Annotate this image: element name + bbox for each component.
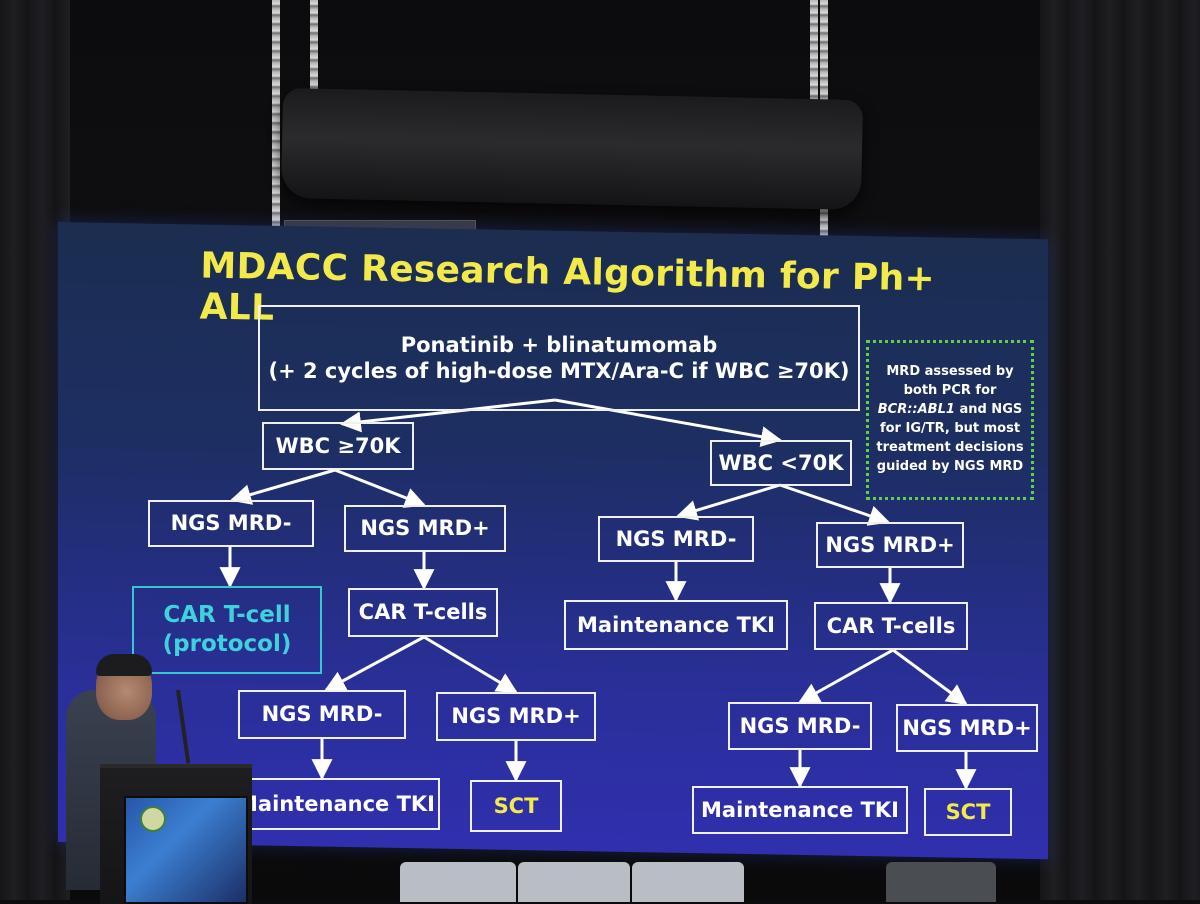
right-ngs-pos-box: NGS MRD+ <box>816 522 964 568</box>
car-t-protocol-line-2: (protocol) <box>162 631 292 657</box>
mrd-note: MRD assessed by both PCR for BCR::ABL1 a… <box>866 340 1034 500</box>
arrow-left-to-neg <box>229 468 336 505</box>
left-car-t-cells-box: CAR T-cells <box>348 588 498 637</box>
root-line-2: (+ 2 cycles of high-dose MTX/Ara-C if WB… <box>268 359 850 383</box>
arrow-rcar-to-pos <box>892 648 968 706</box>
chain-left-inner <box>310 0 318 100</box>
root-line-1: Ponatinib + blinatumomab <box>400 332 718 357</box>
conference-logo-icon <box>140 806 166 832</box>
right-curtain <box>1040 0 1200 900</box>
arrow-rcar-to-neg <box>798 648 894 704</box>
left-ngs-pos-box: NGS MRD+ <box>344 505 506 552</box>
car-t-protocol-box: CAR T-cell (protocol) <box>132 586 322 674</box>
arrow-right-to-pos <box>779 483 890 526</box>
wbc-high-box: WBC ≥70K <box>262 422 414 470</box>
left-ngs-neg-box: NGS MRD- <box>148 500 314 547</box>
arrow-car-to-pos <box>423 635 518 694</box>
arrow-root-to-left <box>339 398 556 433</box>
chain-left <box>272 0 280 230</box>
stage-chair-1 <box>400 862 516 902</box>
note-text-2: and NGS for IG/TR, but most treatment de… <box>876 402 1024 474</box>
right-car-ngs-pos-box: NGS MRD+ <box>896 704 1038 752</box>
car-t-protocol-line-1: CAR T-cell <box>163 602 291 629</box>
root-treatment-box: Ponatinib + blinatumomab (+ 2 cycles of … <box>258 305 860 411</box>
arrow-right-to-neg <box>675 483 781 521</box>
arrow-car-to-neg <box>324 635 425 692</box>
right-ngs-neg-box: NGS MRD- <box>598 516 754 562</box>
arrow-left-to-pos <box>334 468 426 508</box>
right-car-t-cells-box: CAR T-cells <box>814 602 968 650</box>
left-car-ngs-pos-box: NGS MRD+ <box>436 692 596 741</box>
right-maintenance-tki-top-box: Maintenance TKI <box>564 600 788 650</box>
right-car-ngs-neg-box: NGS MRD- <box>728 702 872 750</box>
stage-chair-4 <box>886 862 996 902</box>
stage-chair-3 <box>632 862 744 902</box>
wbc-low-box: WBC <70K <box>710 440 852 486</box>
left-maintenance-tki-box: Maintenance TKI <box>232 778 440 830</box>
left-car-ngs-neg-box: NGS MRD- <box>238 690 406 739</box>
left-sct-box: SCT <box>470 780 562 832</box>
arrow-root-to-right <box>554 398 783 448</box>
speaker-hair <box>96 654 152 676</box>
right-maintenance-tki-box: Maintenance TKI <box>692 786 908 834</box>
note-text-1: MRD assessed by both PCR for <box>886 364 1014 399</box>
note-gene: BCR::ABL1 <box>877 402 955 418</box>
stage-chair-2 <box>518 862 630 902</box>
chain-right-inner <box>810 0 818 110</box>
right-sct-box: SCT <box>924 788 1012 836</box>
